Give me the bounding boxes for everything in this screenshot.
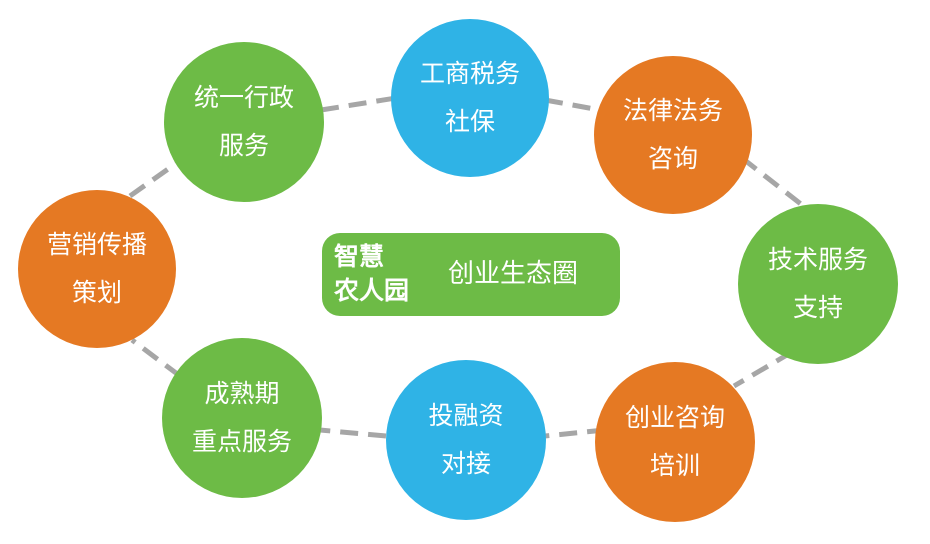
node-label-line2: 咨询 — [647, 144, 698, 173]
node-label-line1: 投融资 — [428, 401, 504, 430]
center-title-line2: 农人园 — [334, 276, 410, 305]
node-label-line1: 营销传播 — [46, 230, 147, 259]
node-admin-services: 统一行政 服务 — [164, 42, 324, 202]
node-label-line2: 对接 — [440, 449, 491, 478]
connector-mature-marketing — [130, 338, 182, 378]
node-label-line1: 创业咨询 — [624, 403, 725, 432]
node-marketing: 营销传播 策划 — [18, 190, 176, 348]
connector-marketing-admin — [128, 159, 180, 199]
connector-tech-training — [732, 349, 794, 389]
node-label-line1: 成熟期 — [204, 379, 280, 408]
node-label-line1: 法律法务 — [622, 96, 723, 125]
node-label-line1: 工商税务 — [419, 59, 520, 88]
center-title: 智慧 农人园 — [334, 240, 434, 310]
node-startup-training: 创业咨询 培训 — [595, 362, 755, 522]
connector-tax-legal — [544, 97, 601, 113]
node-label-line1: 统一行政 — [193, 83, 294, 112]
node-label-line1: 技术服务 — [767, 245, 868, 274]
node-label-line2: 服务 — [218, 131, 269, 160]
connector-admin-tax — [320, 95, 397, 113]
node-label-line2: 支持 — [792, 293, 843, 322]
node-label-line2: 重点服务 — [191, 427, 292, 456]
connector-finance-mature — [319, 427, 387, 439]
center-badge: 智慧 农人园 创业生态圈 — [322, 233, 620, 316]
node-tech-support: 技术服务 支持 — [738, 204, 898, 364]
node-label-line2: 培训 — [649, 451, 700, 480]
node-tax-social-security: 工商税务 社保 — [391, 19, 549, 177]
center-subtitle: 创业生态圈 — [448, 259, 579, 289]
node-label-line2: 策划 — [71, 278, 122, 307]
node-financing: 投融资 对接 — [386, 360, 546, 520]
node-legal-consulting: 法律法务 咨询 — [594, 56, 752, 214]
center-title-line1: 智慧 — [334, 242, 385, 271]
node-label-line2: 社保 — [444, 107, 495, 136]
node-mature-stage: 成熟期 重点服务 — [162, 338, 322, 498]
connector-legal-tech — [740, 156, 808, 210]
